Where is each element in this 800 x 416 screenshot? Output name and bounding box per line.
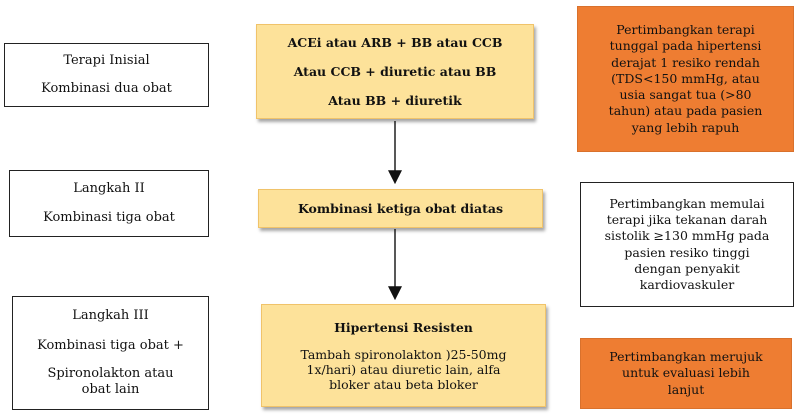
step-desc: Kombinasi tiga obat bbox=[43, 209, 175, 225]
note-line: untuk evaluasi lebih bbox=[622, 365, 750, 381]
regimen-line: Atau BB + diuretik bbox=[328, 93, 462, 108]
regimen-line: Tambah spironolakton )25-50mg bbox=[300, 346, 507, 362]
note-line: terapi jika tekanan darah bbox=[606, 212, 768, 227]
regimen-title: Hipertensi Resisten bbox=[334, 319, 473, 335]
step-title: Langkah II bbox=[73, 181, 145, 197]
note-line: Pertimbangkan terapi bbox=[616, 22, 755, 38]
note-line: sistolik ≥130 mmHg pada bbox=[604, 228, 770, 244]
note-line: pasien resiko tinggi bbox=[624, 244, 750, 260]
regimen-line: 1x/hari) atau diuretic lain, alfa bbox=[306, 361, 501, 377]
note-box-first: Pertimbangkan terapi tunggal pada hipert… bbox=[577, 6, 794, 152]
step-box-initial: Terapi Inisial Kombinasi dua obat bbox=[4, 43, 209, 107]
regimen-box-first: ACEi atau ARB + BB atau CCB Atau CCB + d… bbox=[256, 24, 534, 119]
note-box-second: Pertimbangkan memulai terapi jika tekana… bbox=[580, 182, 794, 307]
note-line: tahun) atau pada pasien bbox=[608, 103, 763, 119]
step-desc: obat lain bbox=[81, 382, 140, 398]
step-box-3: Langkah III Kombinasi tiga obat + Spiron… bbox=[12, 296, 209, 410]
note-box-third: Pertimbangkan merujuk untuk evaluasi leb… bbox=[580, 338, 792, 409]
note-line: Pertimbangkan merujuk bbox=[609, 349, 763, 365]
step-desc: Kombinasi dua obat bbox=[41, 81, 172, 96]
step-box-2: Langkah II Kombinasi tiga obat bbox=[9, 170, 209, 237]
regimen-box-second: Kombinasi ketiga obat diatas bbox=[258, 189, 543, 228]
note-line: yang lebih rapuh bbox=[631, 119, 740, 135]
note-line: (TDS<150 mmHg, atau bbox=[611, 70, 760, 86]
regimen-line: Kombinasi ketiga obat diatas bbox=[297, 201, 504, 216]
note-line: derajat 1 resiko rendah bbox=[611, 54, 760, 70]
regimen-box-third: Hipertensi Resisten Tambah spironolakton… bbox=[261, 304, 546, 407]
regimen-line: Atau CCB + diuretic atau BB bbox=[293, 64, 497, 79]
step-desc: Kombinasi tiga obat + bbox=[37, 337, 184, 353]
note-line: kardiovaskuler bbox=[639, 277, 735, 292]
note-line: dengan penyakit bbox=[634, 260, 740, 276]
step-desc: Spironolakton atau bbox=[47, 366, 174, 381]
regimen-line: ACEi atau ARB + BB atau CCB bbox=[287, 35, 503, 50]
note-line: tunggal pada hipertensi bbox=[609, 38, 762, 54]
note-line: Pertimbangkan memulai bbox=[609, 195, 765, 211]
regimen-line: bloker atau beta bloker bbox=[329, 376, 478, 392]
note-line: usia sangat tua (>80 bbox=[619, 87, 752, 103]
note-line: lanjut bbox=[667, 381, 705, 397]
step-title: Langkah III bbox=[72, 307, 149, 323]
step-title: Terapi Inisial bbox=[63, 52, 150, 68]
